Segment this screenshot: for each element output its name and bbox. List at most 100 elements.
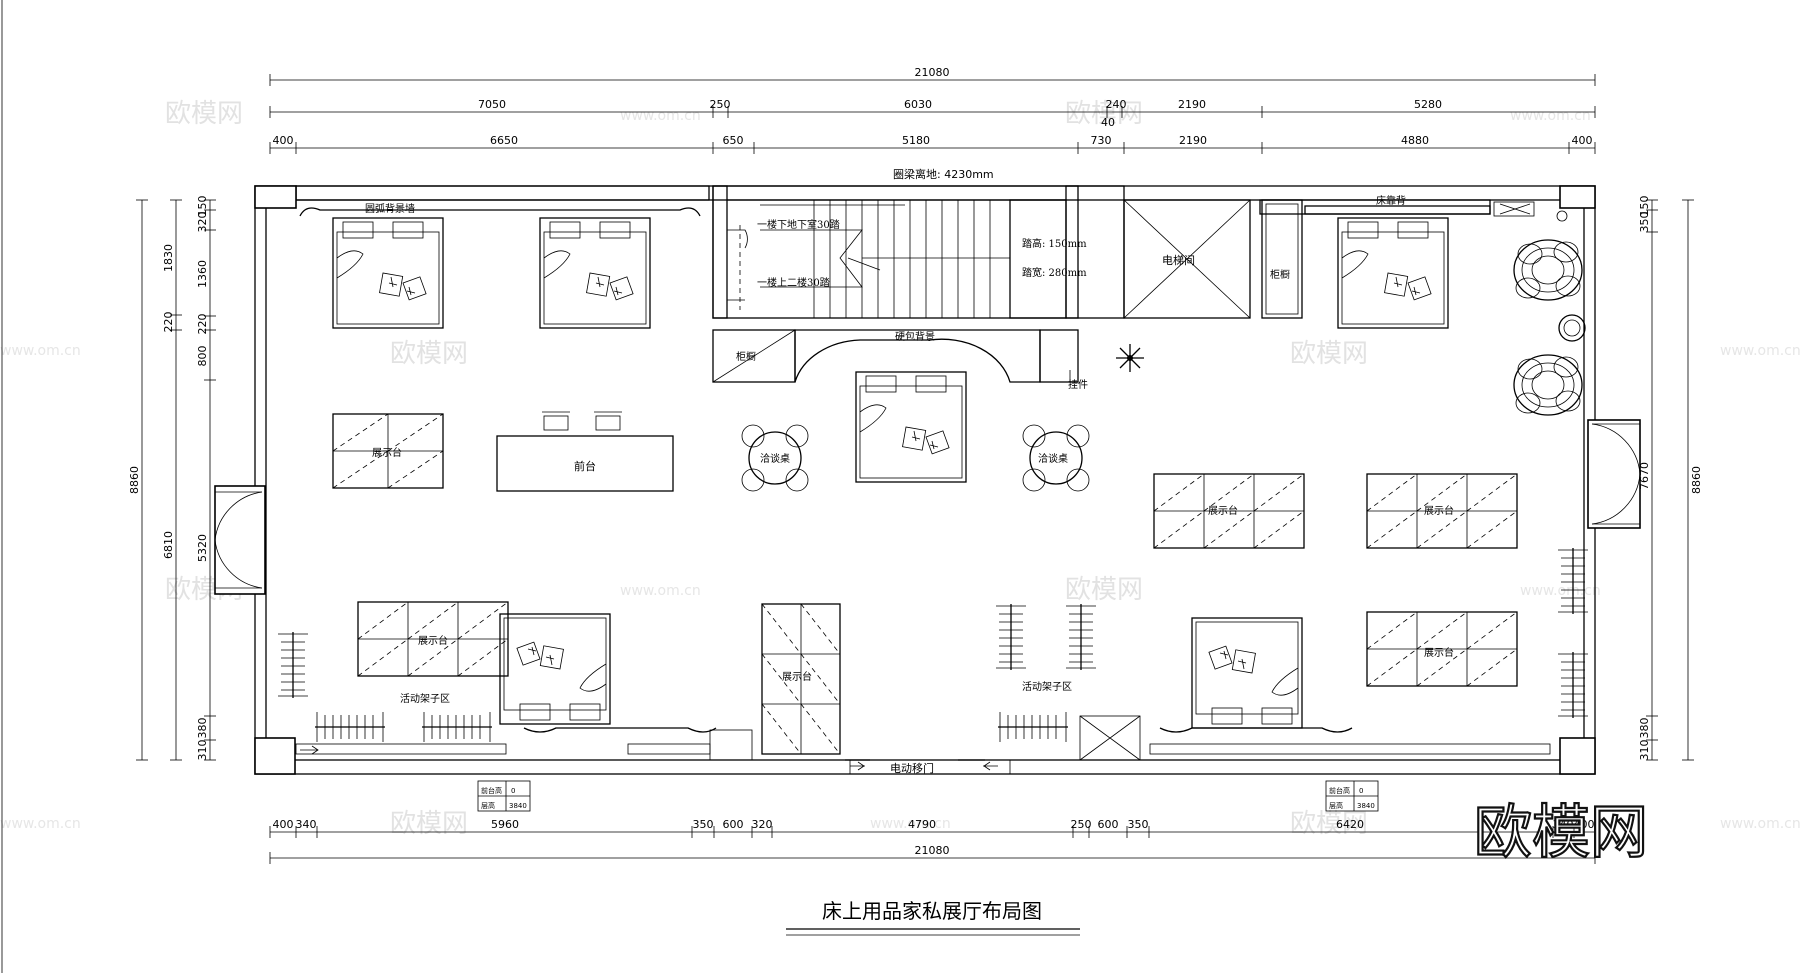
label-arc-wall: 圆弧背景墙 <box>365 202 415 215</box>
display-tables: 展示台 展示台 展示台 展示台 展示台 展示台 <box>332 413 1518 755</box>
bed <box>1191 617 1303 729</box>
display-table-vertical: 展示台 <box>761 603 841 755</box>
watermark-url: www.om.cn <box>1520 583 1601 599</box>
dim-left-mid: 1830 <box>162 244 175 272</box>
bed-zone-top-left: 圆弧背景墙 <box>299 202 701 329</box>
dim-right-mid: 310 <box>1638 740 1651 761</box>
bed <box>855 371 967 483</box>
dim-bottom-inner: 350 <box>1128 818 1149 831</box>
label-sliding-door: 电动移门 <box>890 761 934 775</box>
plant-icon <box>1116 344 1144 372</box>
dim-top-inner: 2190 <box>1179 134 1207 147</box>
watermark: 欧模网 <box>1065 99 1143 129</box>
label-stair-up: 一楼上二楼30踏 <box>757 276 830 289</box>
watermark-url: www.om.cn <box>0 816 81 832</box>
rack-zones: 活动架子区 活动架子区 <box>277 547 1589 743</box>
right-dimensions: 8860 150 350 7670 380 310 <box>1638 196 1703 761</box>
label-stair-down: 一楼下地下室30踏 <box>757 218 840 231</box>
dim-top-inner: 400 <box>273 134 294 147</box>
watermark: 欧模网 <box>390 339 468 369</box>
page-title: 床上用品家私展厅布局图 <box>822 899 1042 923</box>
bed-zone-bottom <box>499 613 1353 733</box>
rack <box>277 631 309 699</box>
watermark: 欧模网 <box>1290 339 1368 369</box>
left-dimensions: 8860 1830 220 6810 150 320 1360 220 800 … <box>128 196 216 761</box>
dim-bottom-inner: 400 <box>273 818 294 831</box>
legend-value: 0 <box>1359 787 1363 795</box>
legend-key: 前台高 <box>1329 786 1350 795</box>
label-display: 展示台 <box>372 446 402 459</box>
label-reception: 前台 <box>574 459 596 473</box>
dim-top-mid: 5280 <box>1414 98 1442 111</box>
bed <box>499 613 611 725</box>
rack <box>997 711 1069 743</box>
label-display: 展示台 <box>418 634 448 647</box>
dim-bottom-inner: 600 <box>1098 818 1119 831</box>
rack <box>314 711 386 743</box>
dim-top-total: 21080 <box>915 66 950 79</box>
dim-right-mid: 350 <box>1638 212 1651 233</box>
rack <box>995 603 1027 671</box>
watermarks: 欧模网 欧模网 欧模网 欧模网 欧模网 欧模网 欧模网 欧模网 www.om.c… <box>0 99 1800 839</box>
label-talk-table: 洽谈桌 <box>760 452 790 465</box>
watermark-url: www.om.cn <box>620 583 701 599</box>
reception-desk: 前台 <box>496 411 674 492</box>
dim-bottom-total: 21080 <box>915 844 950 857</box>
bed-zone-top-right: 床靠背 <box>1304 194 1568 329</box>
bed <box>539 217 651 329</box>
dim-left-inner: 380 <box>196 718 209 739</box>
watermark: 欧模网 <box>165 99 243 129</box>
label-stair-riser: 踏高: 150mm <box>1022 237 1087 250</box>
dim-right-total: 8860 <box>1690 466 1703 494</box>
dim-bottom-inner: 340 <box>1553 818 1574 831</box>
watermark-url: www.om.cn <box>1510 108 1591 124</box>
bed-zone-center <box>855 371 967 483</box>
dim-left-inner: 320 <box>196 212 209 233</box>
brand-logo: 欧模网 <box>1474 798 1648 866</box>
drawing-title: 床上用品家私展厅布局图 <box>786 899 1080 936</box>
legend-value: 3840 <box>509 802 527 810</box>
dim-left-inner: 1360 <box>196 260 209 288</box>
outer-walls: 电动移门 <box>214 185 1641 775</box>
lounge-chairs <box>1513 239 1586 416</box>
negotiation-tables: 洽谈桌 洽谈桌 <box>741 424 1090 492</box>
dim-left-total: 8860 <box>128 466 141 494</box>
watermark-url: www.om.cn <box>870 816 951 832</box>
label-hanging: 挂件 <box>1068 378 1088 391</box>
label-display: 展示台 <box>1424 646 1454 659</box>
dim-bottom-inner: 350 <box>693 818 714 831</box>
bed <box>1337 217 1449 329</box>
dim-top-inner: 6650 <box>490 134 518 147</box>
label-talk-table: 洽谈桌 <box>1038 452 1068 465</box>
dim-top-inner: 4880 <box>1401 134 1429 147</box>
dim-bottom-inner: 400 <box>1574 818 1595 831</box>
dim-left-inner: 5320 <box>196 534 209 562</box>
label-bed-back-2: 硬包背景 <box>895 330 935 343</box>
legend-value: 3840 <box>1357 802 1375 810</box>
dim-bottom-inner: 4790 <box>908 818 936 831</box>
dim-top-inner: 730 <box>1091 134 1112 147</box>
dim-left-inner: 800 <box>196 346 209 367</box>
label-cabinet-right: 柜橱 <box>1270 268 1290 281</box>
dim-left-mid: 6810 <box>162 531 175 559</box>
legend-value: 0 <box>511 787 515 795</box>
watermark: 欧模网 <box>390 809 468 839</box>
dim-top-mid: 250 <box>710 98 731 111</box>
watermark-url: www.om.cn <box>620 108 701 124</box>
dim-bottom-inner: 600 <box>723 818 744 831</box>
top-dimensions: 21080 7050 250 6030 240 2190 5280 40 400… <box>269 66 1596 154</box>
label-rack-zone: 活动架子区 <box>400 693 450 705</box>
legend-key: 前台高 <box>481 786 502 795</box>
dim-top-mid: 240 <box>1106 98 1127 111</box>
legend-key: 层高 <box>1329 801 1343 810</box>
label-stair-tread: 踏宽: 280mm <box>1022 266 1087 279</box>
label-display: 展示台 <box>1424 504 1454 517</box>
watermark-url: www.om.cn <box>1720 343 1800 359</box>
dim-left-mid: 220 <box>162 312 175 333</box>
dim-left-inner: 150 <box>196 196 209 217</box>
dim-top-inner: 650 <box>723 134 744 147</box>
dim-top-inner: 400 <box>1572 134 1593 147</box>
bed <box>332 217 444 329</box>
